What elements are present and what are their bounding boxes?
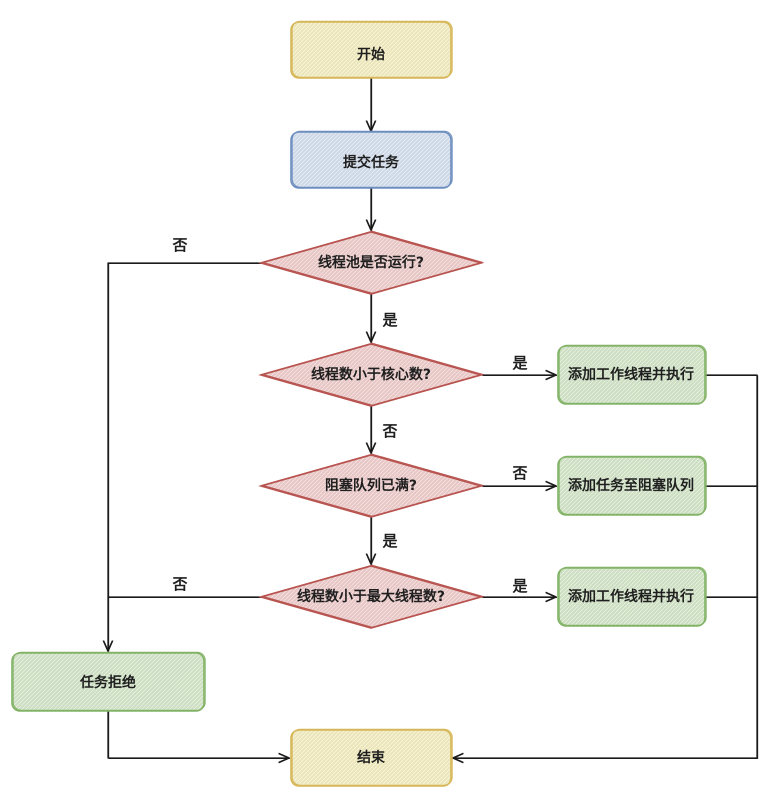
- node-add-worker-1-label: 添加工作线程并执行: [568, 366, 694, 383]
- node-submit-task-shape: [290, 130, 453, 189]
- node-add-worker-1[interactable]: 添加工作线程并执行: [500, 344, 762, 405]
- node-reject-task-label: 任务拒绝: [79, 674, 136, 691]
- node-less-than-max[interactable]: 线程数小于最大线程数?: [199, 564, 541, 629]
- node-submit-task-label: 提交任务: [343, 154, 400, 171]
- node-less-than-core-label: 线程数小于核心数?: [311, 366, 431, 383]
- node-add-worker-2[interactable]: 添加工作线程并执行: [500, 566, 762, 627]
- edge-reject-to-end-sketch: [108, 711, 291, 759]
- edge-label-pool-yes: 是: [381, 311, 398, 329]
- node-less-than-core-shape: [258, 342, 485, 407]
- edge-label-max-no: 否: [171, 575, 187, 593]
- node-add-worker-2-label: 添加工作线程并执行: [568, 588, 694, 605]
- node-add-worker-1-shape: [557, 344, 707, 405]
- edge-worker1-to-end-sketch: [453, 375, 759, 759]
- node-reject-task-shape: [11, 651, 206, 712]
- edge-pool-no-to-reject: [108, 262, 262, 651]
- node-add-worker-2-shape: [557, 566, 707, 627]
- edge-label-queue-no: 否: [511, 464, 527, 482]
- edge-label-pool-no: 否: [171, 236, 187, 254]
- node-pool-running[interactable]: 线程池是否运行?: [199, 230, 541, 295]
- node-queue-full[interactable]: 阻塞队列已满?: [199, 453, 541, 518]
- node-less-than-max-shape: [258, 564, 485, 629]
- node-end[interactable]: 结束: [235, 728, 503, 787]
- node-start-label: 开始: [357, 46, 385, 63]
- node-queue-full-shape: [258, 453, 485, 518]
- edge-reject-to-end: [107, 710, 289, 758]
- edge-label-queue-yes: 是: [381, 532, 398, 550]
- node-end-shape: [290, 728, 453, 787]
- node-queue-full-label: 阻塞队列已满?: [325, 477, 417, 494]
- node-less-than-core[interactable]: 线程数小于核心数?: [199, 342, 541, 407]
- node-pool-running-shape: [258, 230, 485, 295]
- node-submit-task[interactable]: 提交任务: [235, 130, 503, 189]
- node-start[interactable]: 开始: [235, 20, 503, 79]
- edge-pool-no-to-reject-sketch: [108, 263, 263, 652]
- edge-worker1-to-end: [453, 374, 758, 758]
- node-add-to-queue-shape: [557, 455, 707, 516]
- edge-label-max-yes: 是: [511, 577, 528, 595]
- node-add-to-queue[interactable]: 添加任务至阻塞队列: [500, 455, 762, 516]
- edges: [107, 77, 759, 759]
- node-add-to-queue-label: 添加任务至阻塞队列: [568, 477, 694, 494]
- node-start-shape: [290, 20, 453, 79]
- edge-label-core-yes: 是: [511, 354, 528, 372]
- node-pool-running-label: 线程池是否运行?: [318, 254, 424, 271]
- edge-label-core-no: 否: [381, 422, 397, 440]
- node-reject-task[interactable]: 任务拒绝: [0, 651, 260, 712]
- node-end-label: 结束: [357, 749, 386, 766]
- node-less-than-max-label: 线程数小于最大线程数?: [297, 588, 445, 605]
